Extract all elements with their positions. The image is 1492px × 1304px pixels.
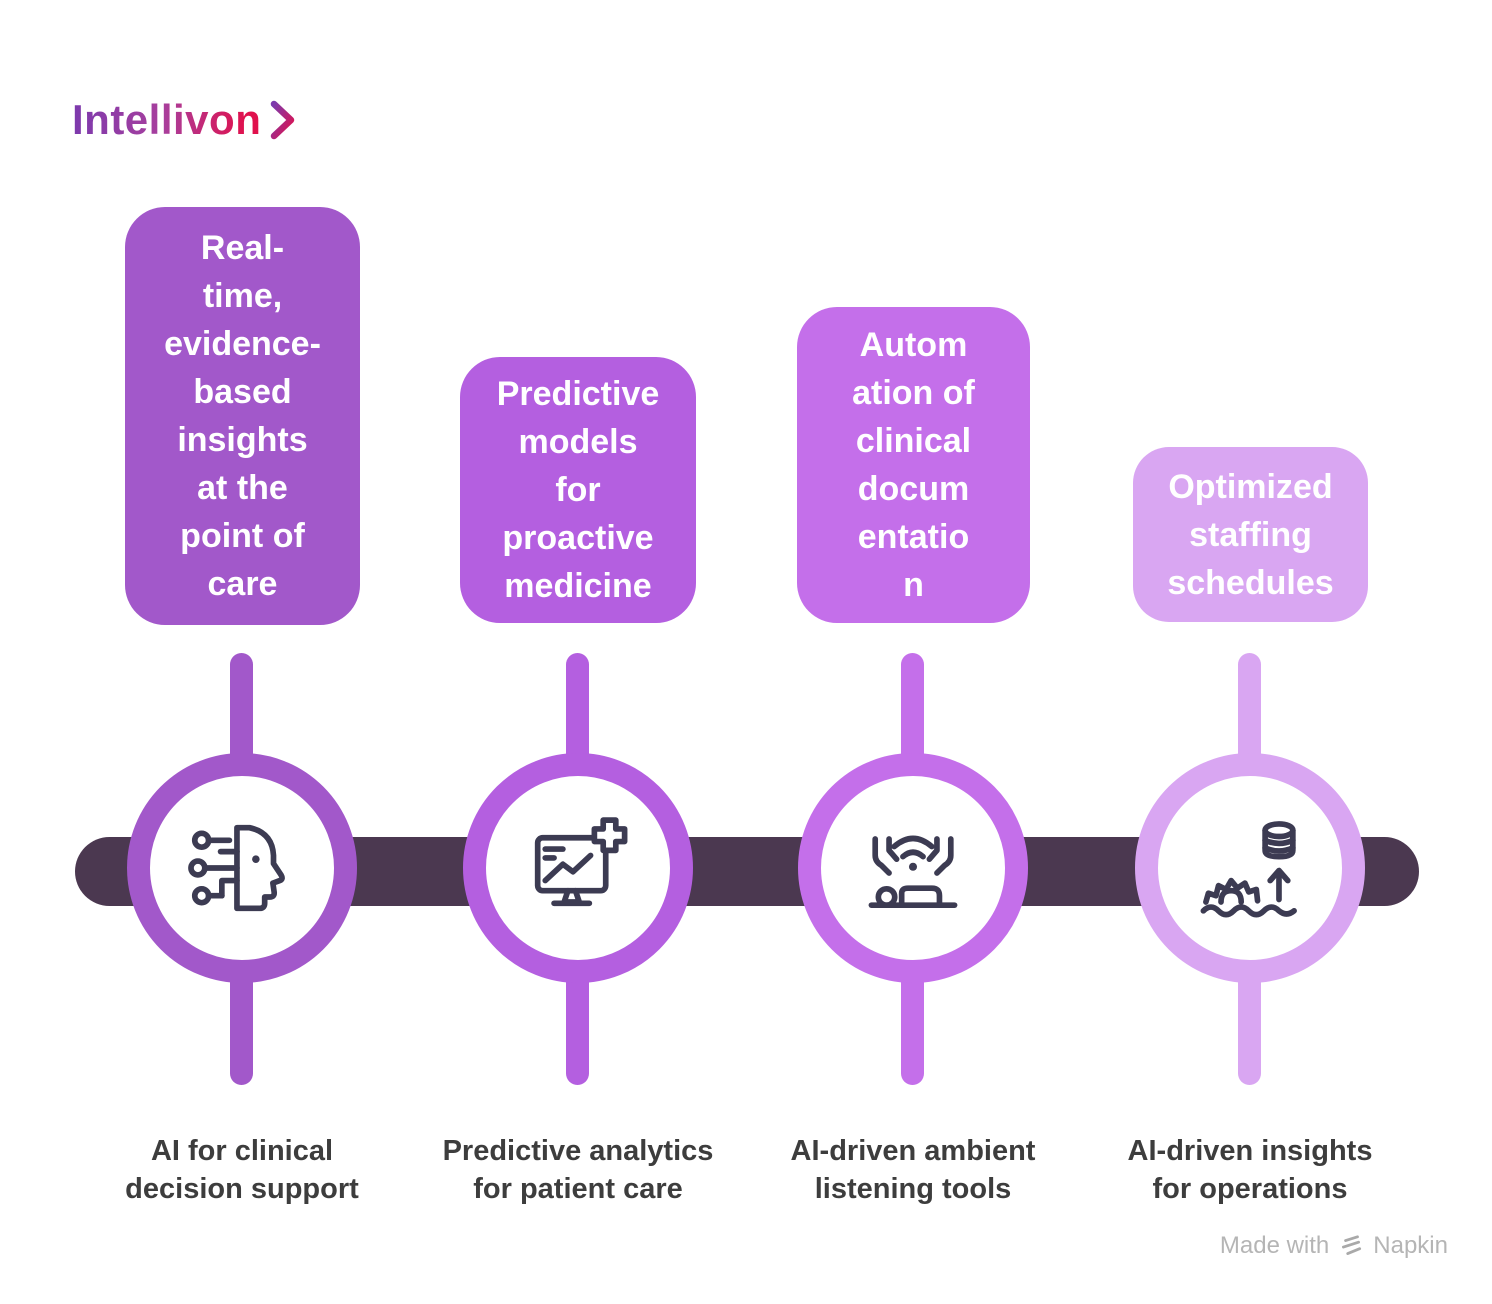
milestone-box-4-text: Optimized staffing schedules bbox=[1167, 467, 1334, 602]
milestone-label-2: Predictive analytics for patient care bbox=[442, 1135, 714, 1205]
milestone-box-3: Autom ation of clinical docum entatio n bbox=[797, 307, 1030, 623]
milestone-label-3: AI-driven ambient listening tools bbox=[790, 1135, 1036, 1205]
connector-bottom-4 bbox=[1238, 960, 1261, 1085]
milestone-box-3-text: Autom ation of clinical docum entatio n bbox=[852, 326, 975, 604]
health-monitor-icon bbox=[515, 805, 641, 931]
timeline-node-1 bbox=[127, 753, 357, 983]
milestone-box-2-text: Predictive models for proactive medicine bbox=[496, 375, 660, 605]
brand-logo-text: Intellivon bbox=[72, 96, 262, 143]
connector-bottom-3 bbox=[901, 960, 924, 1085]
watermark-brand: Napkin bbox=[1373, 1232, 1448, 1259]
watermark-text: Made with bbox=[1219, 1232, 1330, 1259]
connector-top-4 bbox=[1238, 653, 1261, 778]
ambient-listening-icon bbox=[850, 805, 976, 931]
brand-logo: Intellivon bbox=[72, 96, 297, 144]
milestone-box-4: Optimized staffing schedules bbox=[1133, 447, 1368, 622]
timeline-node-4 bbox=[1135, 753, 1365, 983]
napkin-logo-icon bbox=[1338, 1233, 1364, 1259]
milestone-box-1: Real- time, evidence- based insights at … bbox=[125, 207, 360, 625]
milestone-label-4: AI-driven insights for operations bbox=[1127, 1135, 1373, 1205]
operations-insights-icon bbox=[1187, 805, 1313, 931]
milestone-box-2: Predictive models for proactive medicine bbox=[460, 357, 696, 623]
milestone-label-1: AI for clinical decision support bbox=[125, 1135, 359, 1205]
watermark: Made with Napkin bbox=[1220, 1232, 1448, 1260]
connector-bottom-2 bbox=[566, 960, 589, 1085]
milestone-box-1-text: Real- time, evidence- based insights at … bbox=[164, 229, 321, 603]
connector-bottom-1 bbox=[230, 960, 253, 1085]
connector-top-3 bbox=[901, 653, 924, 778]
connector-top-2 bbox=[566, 653, 589, 778]
ai-head-icon bbox=[179, 805, 305, 931]
connector-top-1 bbox=[230, 653, 253, 778]
chevron-right-icon bbox=[269, 99, 297, 141]
timeline-node-3 bbox=[798, 753, 1028, 983]
timeline-node-2 bbox=[463, 753, 693, 983]
